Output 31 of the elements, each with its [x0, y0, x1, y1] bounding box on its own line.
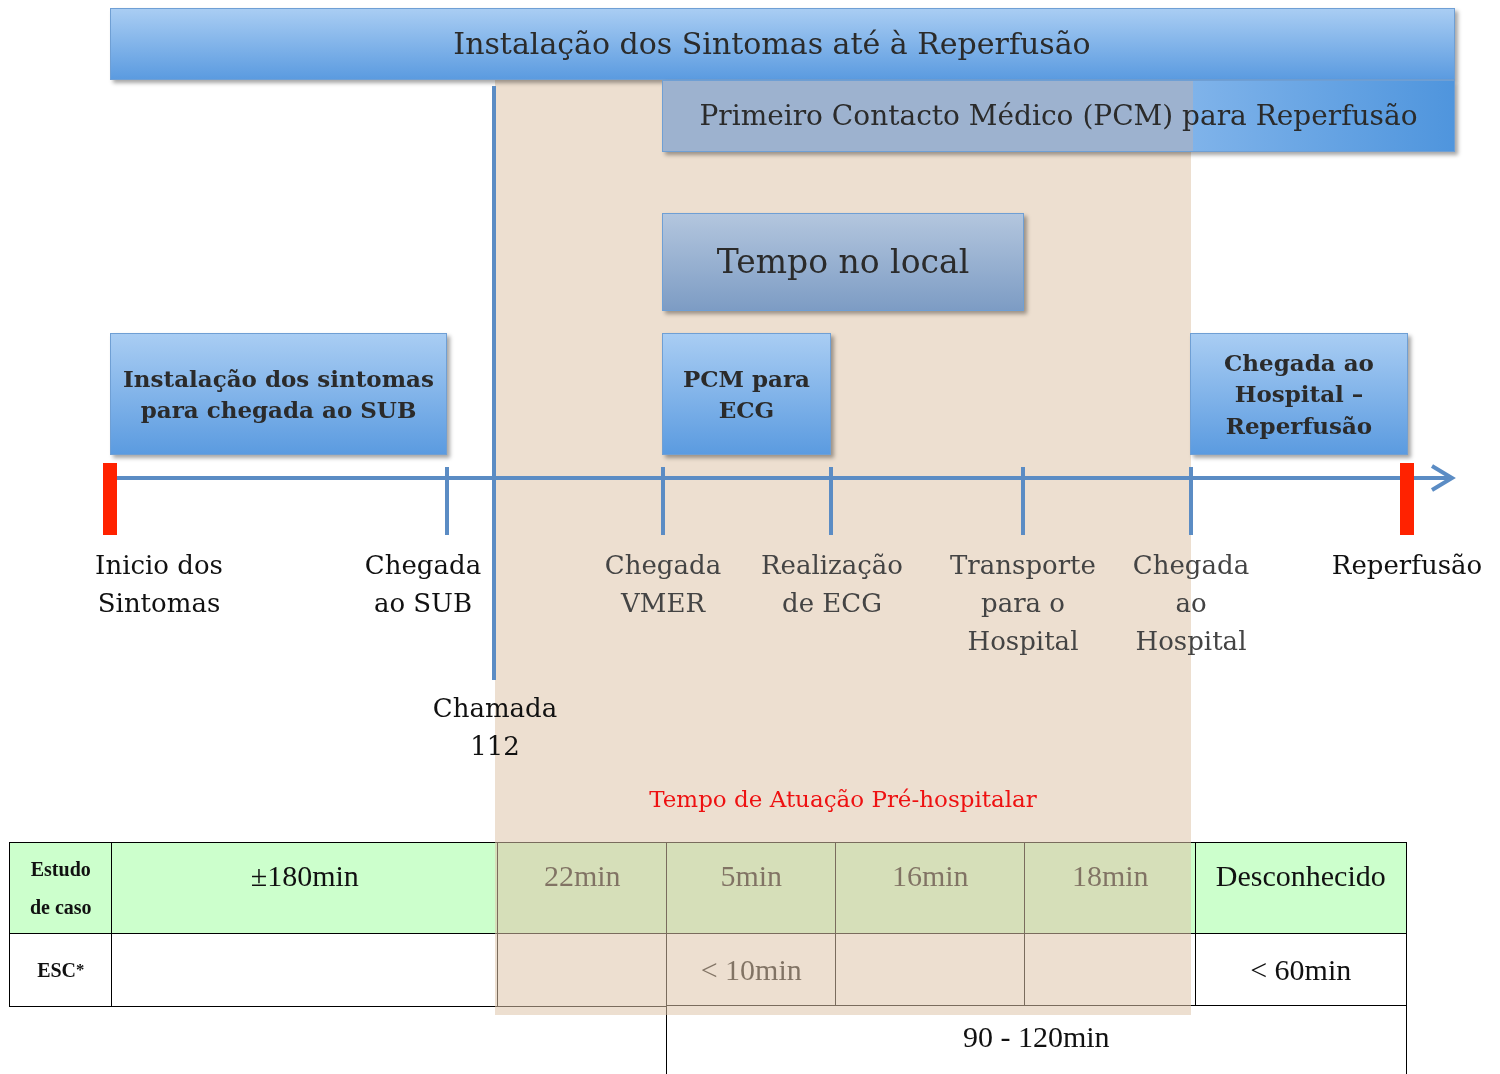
duration-value: 18min [1024, 842, 1197, 935]
bar-label: Primeiro Contacto Médico (PCM) para Reperfusão [699, 98, 1418, 135]
bar-label: Instalação dos Sintomas até à Reperfusão [453, 24, 1091, 63]
timeline-label: Chegada VMER [603, 549, 723, 620]
bar-label: Chegada ao Hospital – Reperfusão [1223, 348, 1375, 441]
timeline-label: Inicio dos Sintomas [94, 549, 224, 620]
timeline-label: Realização de ECG [760, 549, 904, 620]
timeline-label: Chegada ao Hospital [1131, 549, 1251, 658]
interval-bar [110, 8, 1455, 80]
interval-bar [110, 333, 447, 455]
interval-bar [662, 213, 1024, 311]
duration-value: 90 - 120min [666, 1005, 1407, 1074]
duration-value: < 60min [1195, 933, 1407, 1007]
timeline-label: Reperfusão [1330, 549, 1484, 582]
row-header: Estudo de caso [9, 842, 113, 935]
duration-value: < 10min [666, 933, 837, 1007]
bar-label: Instalação dos sintomas para chegada ao SUB [122, 363, 435, 425]
band-title: Tempo de Atuação Pré-hospitalar [648, 786, 1038, 812]
duration-value: ±180min [111, 842, 499, 935]
duration-value: 16min [835, 842, 1026, 935]
timeline-label: Chegada ao SUB [363, 549, 483, 620]
interval-bar [1190, 333, 1408, 455]
timeline-label: Chamada 112 [431, 692, 559, 763]
bar-label: Tempo no local [716, 240, 970, 283]
bar-label: PCM para ECG [681, 363, 812, 425]
duration-value: Desconhecido [1195, 842, 1407, 935]
timeline-label: Transporte para o Hospital [949, 549, 1097, 658]
duration-value: 5min [666, 842, 837, 935]
interval-bar [662, 333, 831, 455]
interval-bar [662, 80, 1455, 152]
duration-value: 22min [497, 842, 668, 935]
